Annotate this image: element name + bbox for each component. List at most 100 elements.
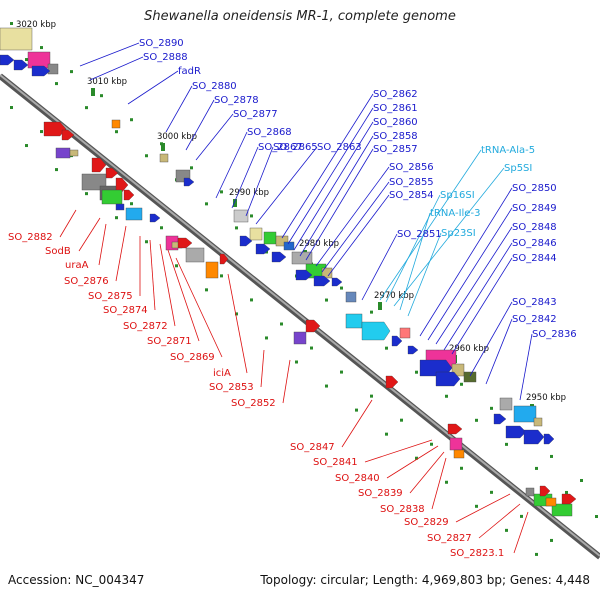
reverse-leader-line <box>455 493 511 523</box>
reverse-leader-line <box>159 243 176 327</box>
reverse-gene-label: uraA <box>65 260 89 271</box>
ruler-tick-mark <box>161 143 165 151</box>
feature-track <box>0 27 577 517</box>
track-tick-dot <box>235 312 238 316</box>
track-tick-dot <box>145 240 148 244</box>
track-tick-dot <box>370 394 373 398</box>
rna-gene-label: tRNA-Ile-3 <box>430 208 480 219</box>
track-tick-dot <box>385 346 388 350</box>
track-tick-dot <box>205 288 208 292</box>
gene-block <box>345 291 357 303</box>
reverse-gene-label: SO_2838 <box>380 504 425 515</box>
forward-gene-label: SO_2850 <box>512 183 557 194</box>
track-tick-dot <box>250 298 253 302</box>
reverse-gene-label: SO_2874 <box>103 305 148 316</box>
reverse-gene-label: SO_2827 <box>427 533 472 544</box>
rna-leader-line <box>407 232 442 317</box>
track-tick-dot <box>310 346 313 350</box>
track-tick-dot <box>325 384 328 388</box>
track-tick-dot <box>100 94 103 98</box>
track-tick-dot <box>445 394 448 398</box>
gene-arrow <box>219 253 229 265</box>
reverse-leader-line <box>431 457 447 510</box>
track-tick-dot <box>490 406 493 410</box>
forward-gene-label: SO_2846 <box>512 238 557 249</box>
track-tick-dot <box>10 106 13 110</box>
track-tick-dot <box>55 82 58 86</box>
forward-leader-line <box>165 85 193 133</box>
forward-leader-line <box>185 99 215 151</box>
forward-leader-line <box>293 121 374 251</box>
track-tick-dot <box>505 528 508 532</box>
gene-block <box>125 207 143 221</box>
forward-leader-line <box>231 146 259 209</box>
track-tick-dot <box>460 382 463 386</box>
gene-block <box>115 203 125 211</box>
forward-gene-label: SO_2842 <box>512 314 557 325</box>
forward-leader-line <box>451 257 513 355</box>
gene-block <box>185 247 205 263</box>
track-tick-dot <box>580 478 583 482</box>
gene-block <box>283 241 295 251</box>
reverse-leader-line <box>115 225 127 282</box>
forward-gene-label: SO_2854 <box>389 190 434 201</box>
reverse-leader-line <box>167 249 200 342</box>
gene-block <box>499 397 513 411</box>
forward-leader-line <box>89 56 144 81</box>
gene-arrow <box>493 413 507 425</box>
reverse-gene-label: SO_2829 <box>404 517 449 528</box>
gene-block <box>47 63 59 75</box>
gene-arrow <box>505 425 527 439</box>
forward-gene-label: SO_2848 <box>512 222 557 233</box>
track-tick-dot <box>475 418 478 422</box>
reverse-leader-line <box>409 451 445 494</box>
reverse-gene-label: SO_2841 <box>313 457 358 468</box>
track-tick-dot <box>565 490 568 494</box>
rna-gene-label: Sp5SI <box>504 163 532 174</box>
gene-arrow <box>543 433 555 445</box>
reverse-gene-label: SO_2839 <box>358 488 403 499</box>
gene-block <box>345 313 363 329</box>
track-tick-dot <box>340 286 343 290</box>
track-tick-dot <box>25 144 28 148</box>
rna-leader-line <box>393 167 505 307</box>
reverse-leader-line <box>364 439 433 463</box>
gene-arrow <box>115 177 129 193</box>
track-tick-dot <box>415 370 418 374</box>
track-tick-dot <box>535 466 538 470</box>
track-tick-dot <box>340 370 343 374</box>
track-tick-dot <box>160 142 163 146</box>
forward-gene-label: fadR <box>178 66 201 77</box>
gene-arrow <box>361 321 391 341</box>
gene-block <box>513 405 537 423</box>
forward-gene-label: SO_2868 <box>247 127 292 138</box>
gene-block <box>321 267 333 279</box>
track-tick-dot <box>370 310 373 314</box>
track-tick-dot <box>40 130 43 134</box>
reverse-gene-label: SO_2876 <box>64 276 109 287</box>
forward-leader-line <box>469 301 513 377</box>
forward-gene-label: SO_2890 <box>139 38 184 49</box>
gene-block <box>291 251 313 265</box>
reverse-gene-label: SO_2875 <box>88 291 133 302</box>
track-tick-dot <box>460 466 463 470</box>
forward-gene-label: SO_2856 <box>389 162 434 173</box>
ruler-tick-label: 2970 kbp <box>374 291 414 301</box>
forward-leader-line <box>419 187 513 337</box>
forward-leader-line <box>299 135 374 257</box>
forward-leader-line <box>305 148 374 261</box>
track-tick-dot <box>550 538 553 542</box>
track-tick-dot <box>220 190 223 194</box>
map-title: Shewanella oneidensis MR-1, complete gen… <box>144 9 456 24</box>
gene-block <box>453 449 465 459</box>
track-tick-dot <box>130 202 133 206</box>
forward-gene-label: SO_2877 <box>233 109 278 120</box>
ruler-tick-label: 2950 kbp <box>526 393 566 403</box>
reverse-leader-line <box>282 359 291 404</box>
rna-gene-label: tRNA-Ala-5 <box>481 145 535 156</box>
track-tick-dot <box>25 58 28 62</box>
gene-arrow <box>0 54 15 66</box>
